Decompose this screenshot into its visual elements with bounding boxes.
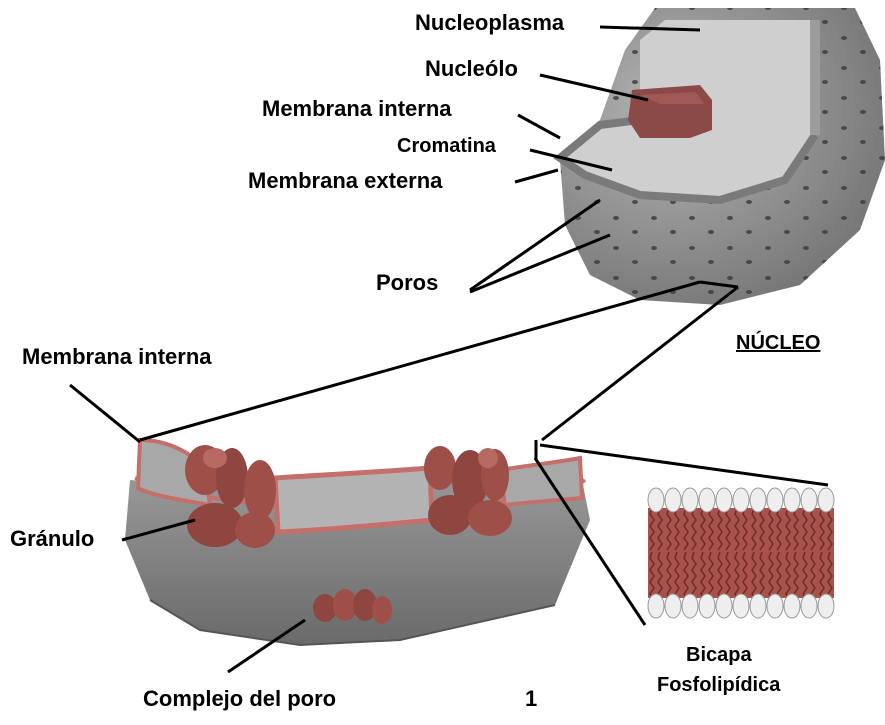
lipid-head [733,488,749,512]
lipid-head [648,594,664,618]
label-cromatina: Cromatina [397,136,496,156]
lipid-head [818,594,834,618]
label-poros: Poros [376,272,438,294]
nucleus-sphere [560,8,885,305]
bilayer-inset [648,485,834,620]
label-membrana-externa: Membrana externa [248,170,442,192]
lipid-head [750,488,766,512]
lipid-head [699,594,715,618]
label-nucleo: NÚCLEO [736,333,820,353]
label-nucleolo: Nucleólo [425,58,518,80]
lipid-head [682,488,698,512]
lipid-head [682,594,698,618]
lipid-head [665,594,681,618]
membrane-section [125,440,590,645]
lipid-head [699,488,715,512]
lipid-head [750,594,766,618]
label-nucleoplasma: Nucleoplasma [415,12,564,34]
lipid-head [716,488,732,512]
label-membrana-interna-top: Membrana interna [262,98,452,120]
label-figure-number: 1 [525,688,537,710]
label-granulo: Gránulo [10,528,94,550]
lipid-head [801,594,817,618]
label-membrana-interna-left: Membrana interna [22,346,212,368]
lipid-head [665,488,681,512]
lipid-head [767,488,783,512]
lipid-head [733,594,749,618]
lipid-head [784,488,800,512]
lipid-head [818,488,834,512]
lipid-head [801,488,817,512]
label-bicapa: Bicapa [686,645,752,665]
label-fosfolipidica: Fosfolipídica [657,675,780,695]
label-complejo-del-poro: Complejo del poro [143,688,336,710]
lipid-head [648,488,664,512]
lipid-head [784,594,800,618]
lipid-head [716,594,732,618]
lipid-head [767,594,783,618]
nucleolus-shape [628,85,712,138]
